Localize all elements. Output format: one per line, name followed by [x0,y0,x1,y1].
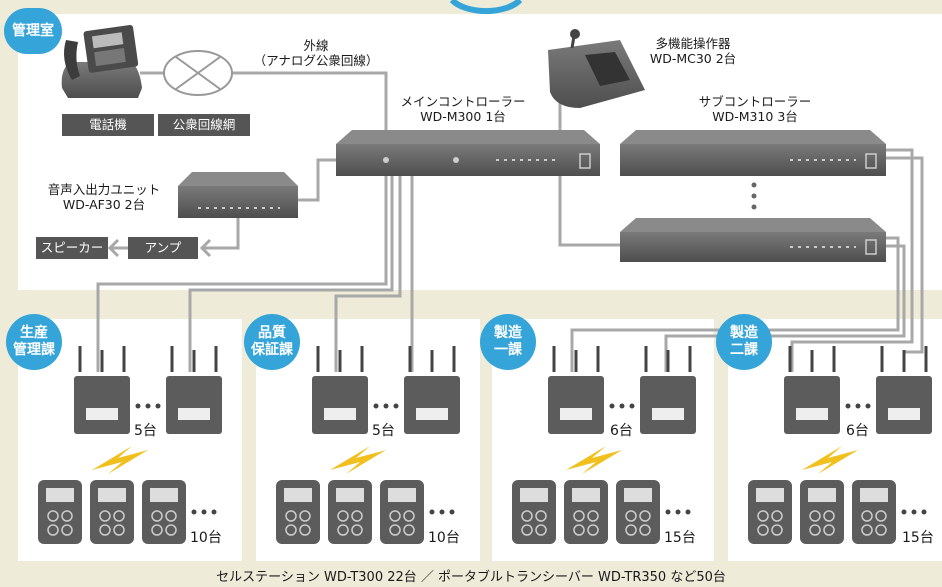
sub-ctrl-model: WD-M310 3台 [712,109,798,124]
controller-icon [620,130,886,176]
controller-icon [178,172,298,218]
handset-icon [748,480,792,544]
arrow-icon [107,238,212,258]
main-ctrl-title: メインコントローラー [400,94,526,109]
access-point-icon [640,346,696,434]
access-point-icon [876,346,932,434]
main-ctrl-label: メインコントローラー WD-M300 1台 [388,94,538,124]
dept-badge-2: 品質 保証課 [244,314,300,370]
amp-label: アンプ [128,237,198,259]
outside-line-title: 外線 [303,38,329,53]
ap-count-3: 6台 [610,423,633,439]
ap-count-2: 5台 [372,423,395,439]
handset-icon [616,480,660,544]
multi-op-label: 多機能操作器 WD-MC30 2台 [628,36,758,66]
console-icon [548,29,645,108]
handset-icon [380,480,424,544]
handset-icon [512,480,556,544]
audio-unit-model: WD-AF30 2台 [62,197,146,212]
handset-count-1: 10台 [190,530,222,546]
controller-icon [336,130,600,176]
sub-ctrl-title: サブコントローラー [698,94,812,109]
handset-icon [142,480,186,544]
department-devices-4 [748,346,932,544]
handset-icon [564,480,608,544]
dept-badge-4: 製造 二課 [716,314,772,370]
handset-icon [276,480,320,544]
department-devices-1 [38,346,222,544]
handset-icon [852,480,896,544]
access-point-icon [784,346,840,434]
wireless-signal-icon [330,446,386,474]
multi-op-title: 多機能操作器 [655,36,731,51]
wireless-signal-icon [92,446,148,474]
ap-count-4: 6台 [846,423,869,439]
outside-line-sub: （アナログ公衆回線） [253,53,379,68]
handset-icon [90,480,134,544]
handset-icon [800,480,844,544]
access-point-icon [548,346,604,434]
access-point-icon [312,346,368,434]
handset-count-4: 15台 [902,530,934,546]
multi-op-model: WD-MC30 2台 [649,51,737,66]
handset-icon [328,480,372,544]
department-devices-3 [512,346,696,544]
access-point-icon [74,346,130,434]
department-devices-2 [276,346,460,544]
network-label: 公衆回線網 [158,114,250,136]
ap-count-1: 5台 [134,423,157,439]
handset-count-3: 15台 [664,530,696,546]
network-icon [163,50,233,96]
wireless-signal-icon [802,446,858,474]
phone-icon [61,24,142,98]
footer-caption: セルステーション WD-T300 22台 ／ ポータブルトランシーバー WD-T… [216,570,726,585]
access-point-icon [404,346,460,434]
dept-badge-3: 製造 一課 [480,314,536,370]
audio-unit-title: 音声入出力ユニット [47,182,161,197]
speaker-label: スピーカー [36,237,108,259]
admin-room-badge: 管理室 [4,8,62,54]
wireless-signal-icon [566,446,622,474]
cable-lines [96,71,924,372]
phone-label: 電話機 [62,114,154,136]
main-ctrl-model: WD-M300 1台 [420,109,506,124]
audio-unit-label: 音声入出力ユニット WD-AF30 2台 [34,182,174,212]
access-point-icon [166,346,222,434]
handset-icon [38,480,82,544]
outside-line-label: 外線 （アナログ公衆回線） [236,38,396,68]
handset-count-2: 10台 [428,530,460,546]
dept-badge-1: 生産 管理課 [6,314,62,370]
sub-ctrl-label: サブコントローラー WD-M310 3台 [680,94,830,124]
controller-icon [620,218,886,262]
